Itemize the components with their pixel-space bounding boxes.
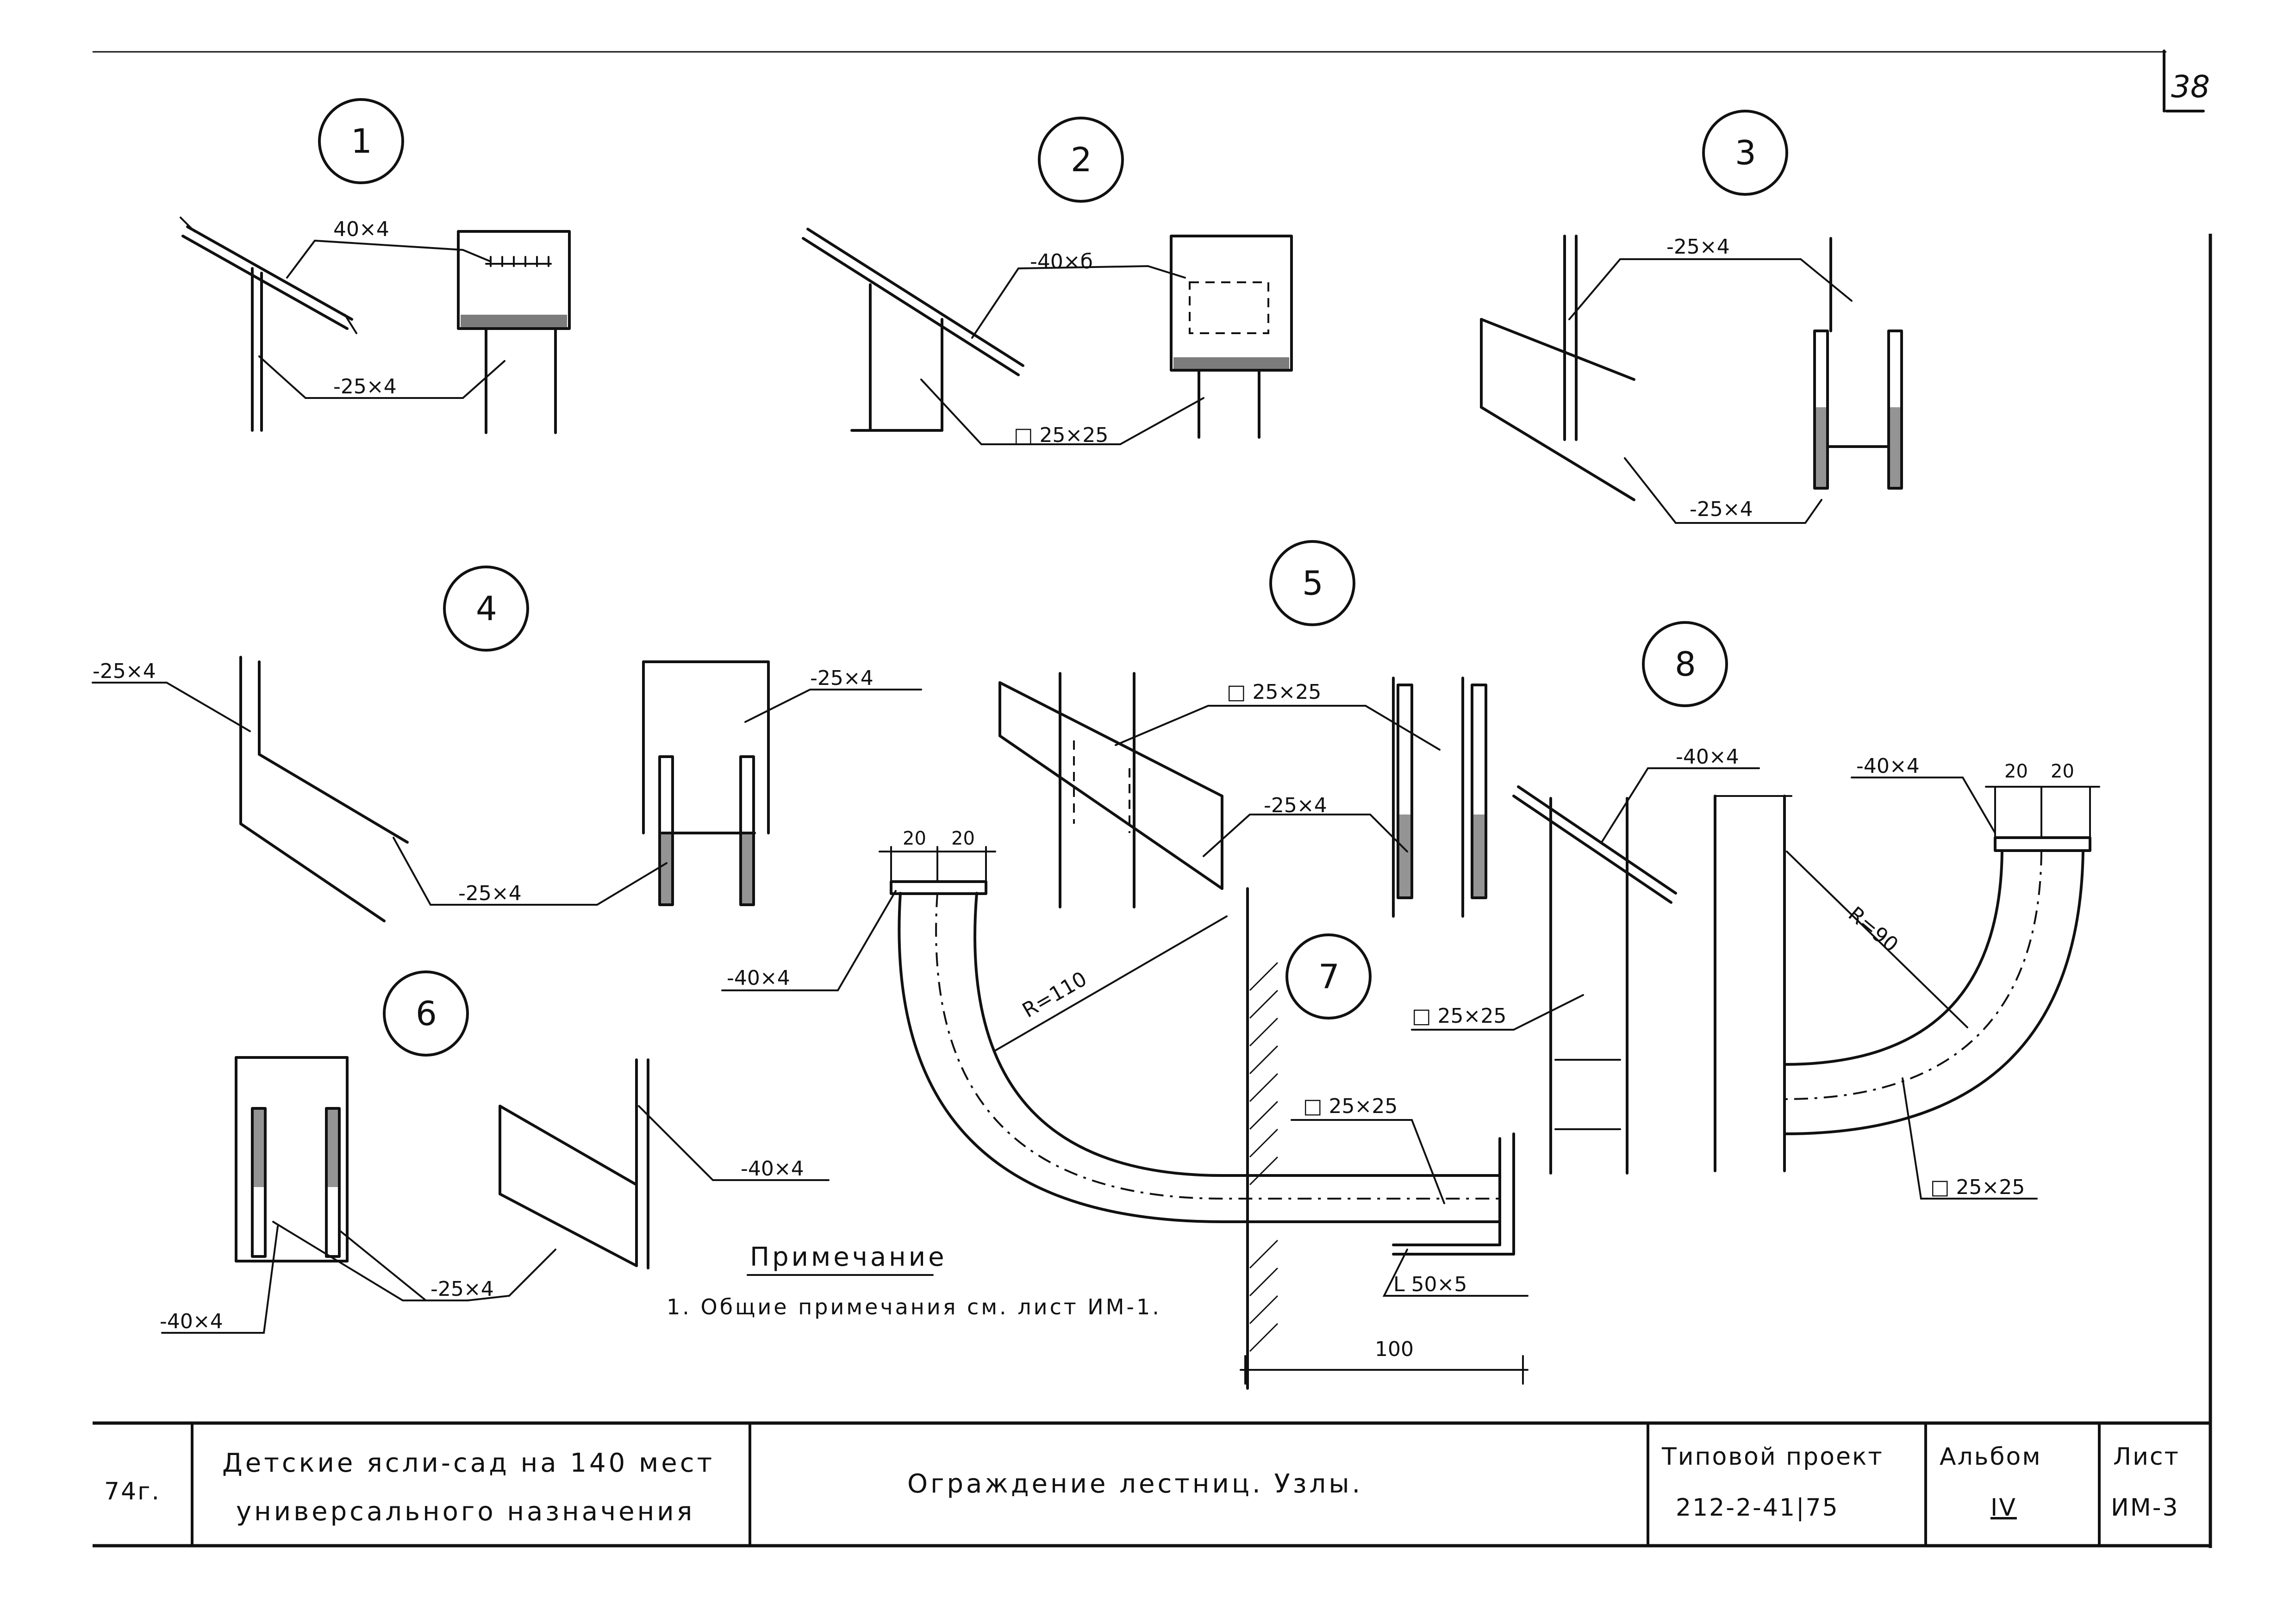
detail-3-label-top: -25×4: [1666, 235, 1730, 259]
title-object-line1: Детские ясли-сад на 140 мест: [222, 1448, 715, 1478]
detail-7-dim-b: 20: [951, 828, 975, 849]
detail-5: 5 □ 25×25 -25×4: [998, 540, 1487, 918]
detail-8-dim-b: 20: [2051, 761, 2074, 782]
detail-1-number: 1: [351, 122, 372, 161]
note-block: Примечание 1. Общие примечания см. лист …: [667, 1242, 1161, 1319]
title-object-line2: универсального назначения: [236, 1497, 695, 1527]
detail-8-radius: R=90: [1844, 902, 1903, 957]
title-sheet-label: Лист: [2113, 1443, 2180, 1471]
title-year: 74г.: [104, 1478, 161, 1505]
detail-2-number: 2: [1071, 140, 1092, 179]
detail-8-label-post: □ 25×25: [1412, 1004, 1506, 1028]
detail-8-label-tube: □ 25×25: [1930, 1175, 2025, 1199]
detail-5-label-strip: -25×4: [1264, 794, 1327, 817]
title-sheet-value: ИМ-3: [2111, 1494, 2179, 1522]
note-heading: Примечание: [750, 1242, 947, 1272]
detail-8-label-flange: -40×4: [1856, 754, 1920, 778]
title-album-value: IV: [1990, 1494, 2017, 1522]
detail-1-label-strip: -25×4: [333, 375, 397, 398]
detail-8-label-plate: -40×4: [1676, 745, 1739, 769]
detail-3-label-bottom: -25×4: [1690, 497, 1753, 521]
detail-7-label-flange: -40×4: [727, 966, 790, 990]
note-text: 1. Общие примечания см. лист ИМ-1.: [667, 1294, 1161, 1319]
title-drawing-name: Ограждение лестниц. Узлы.: [907, 1469, 1363, 1499]
detail-4-label-bottom: -25×4: [458, 882, 522, 905]
detail-6: 6 -40×4 -25×4 -40×4: [160, 970, 830, 1334]
detail-3: 3 -25×4 -25×4: [1480, 110, 1903, 524]
detail-4-label-right: -25×4: [810, 666, 873, 690]
title-project-number: 212-2-41|75: [1676, 1494, 1839, 1522]
detail-8: 8 -40×4 □ 25×25 20 20 R=90 -40×4 □ 25×25: [1411, 621, 2100, 1200]
detail-3-number: 3: [1735, 133, 1756, 172]
detail-6-number: 6: [416, 994, 437, 1033]
detail-8-number: 8: [1675, 645, 1696, 684]
detail-2-label-tube: □ 25×25: [1014, 423, 1108, 447]
detail-7-label-tube: □ 25×25: [1303, 1094, 1398, 1118]
detail-1-label-plate: 40×4: [333, 218, 389, 241]
detail-6-label-left: -40×4: [160, 1310, 223, 1333]
detail-6-label-right: -40×4: [741, 1157, 804, 1181]
detail-1: 1 40×4 -25×4: [180, 98, 571, 434]
detail-4: 4 -25×4 -25×4 -25×4: [92, 566, 922, 922]
detail-4-label-left: -25×4: [93, 659, 156, 683]
detail-4-number: 4: [476, 589, 497, 628]
title-project-label: Типовой проект: [1661, 1443, 1884, 1471]
detail-2: 2 -40×б □ 25×25: [802, 117, 1293, 447]
detail-7-dim-a: 20: [903, 828, 926, 849]
detail-6-label-mid: -25×4: [430, 1277, 494, 1301]
detail-7-label-angle: L 50×5: [1393, 1273, 1467, 1296]
title-album-label: Альбом: [1940, 1443, 2042, 1471]
detail-5-label-tube: □ 25×25: [1227, 680, 1321, 704]
sheet-frame: [93, 50, 2212, 1548]
detail-7-dim-100: 100: [1375, 1337, 1414, 1361]
title-block: [93, 1421, 2210, 1548]
detail-2-label-plate: -40×б: [1030, 250, 1093, 274]
detail-7-number: 7: [1318, 957, 1340, 996]
sheet-number: 38: [2171, 69, 2210, 105]
detail-5-number: 5: [1302, 564, 1323, 603]
detail-7-radius: R=110: [1018, 967, 1091, 1023]
detail-8-dim-a: 20: [2004, 761, 2028, 782]
